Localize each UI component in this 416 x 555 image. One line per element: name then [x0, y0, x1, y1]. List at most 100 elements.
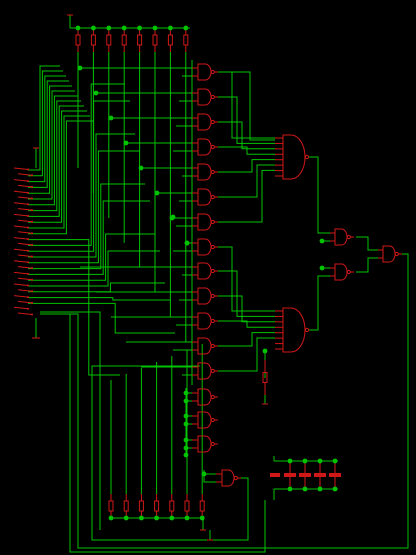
- lower-gate-1: [192, 411, 218, 429]
- wire-52: [28, 83, 125, 246]
- bank-resistor-0: [284, 473, 296, 477]
- lower-gate-1-body: [197, 411, 212, 429]
- connector-pin-dot-10: [27, 226, 29, 229]
- wire-69: [218, 169, 275, 223]
- connector-pin-dot-4: [27, 191, 29, 194]
- nand-gate-12-body: [197, 362, 212, 380]
- connector-pin-23: [17, 300, 33, 304]
- nand-gate-8: [192, 262, 218, 280]
- output-gate: [378, 245, 402, 263]
- wire-66: [218, 146, 275, 155]
- wire-46: [28, 100, 81, 212]
- wire-68: [218, 164, 275, 198]
- lower-gate-tie-a-0: [183, 390, 189, 396]
- wire-61: [28, 297, 170, 301]
- lower-gate-tie-b-2: [183, 445, 189, 451]
- lower-gate-tie-a-2: [183, 437, 189, 443]
- wire-41: [28, 75, 66, 183]
- nand-gate-2-body: [197, 113, 212, 131]
- wire-64: [218, 96, 275, 144]
- wire-layer: [28, 15, 409, 553]
- wire-48: [28, 110, 87, 223]
- bank-top-junction-1: [302, 458, 308, 464]
- bias-resistor: [262, 360, 268, 395]
- nand-gate-11-body: [197, 337, 212, 355]
- nand-gate-6: [192, 213, 218, 231]
- nand-gate-0: [192, 63, 218, 81]
- connector-pin-dot-22: [27, 296, 29, 299]
- nand-gate-4: [192, 163, 218, 181]
- lower-gate-tie-b-1: [183, 421, 189, 427]
- connector-pin-11: [17, 231, 33, 234]
- connector-pin-dot-0: [27, 168, 29, 171]
- wire-57: [28, 200, 150, 275]
- connector-pin-3: [17, 184, 33, 188]
- connector-pin-dot-7: [31, 209, 33, 212]
- connector-pin-dot-2: [27, 180, 29, 183]
- bottom-bus-junction-4: [169, 515, 175, 521]
- wire-73: [218, 320, 275, 328]
- nand-gate-8-body: [197, 262, 212, 280]
- nand-gate-7: [192, 238, 218, 256]
- lower-gate-tie-b-0: [183, 398, 189, 404]
- connector-pin-7: [17, 208, 33, 211]
- connector-pin-dot-15: [31, 255, 33, 258]
- large-gate-1-bubble: [304, 327, 310, 333]
- wire-70: [218, 246, 275, 312]
- wire-82: [356, 257, 378, 273]
- nand-gate-10: [192, 312, 218, 330]
- top-bus-junction-5: [152, 25, 158, 31]
- connector-pin-dot-5: [31, 197, 33, 200]
- connector-pin-dot-3: [31, 185, 33, 188]
- connector-pin-dot-6: [27, 203, 29, 206]
- connector-pin-13: [17, 242, 33, 246]
- connector-pin-9: [17, 219, 33, 223]
- connector-pin-dot-17: [31, 267, 33, 270]
- right-gate-0: [330, 228, 354, 246]
- wire-53: [28, 100, 130, 252]
- mid-junction-b: [184, 240, 190, 246]
- wire-51: [28, 239, 120, 376]
- bank-bottom-junction-1: [302, 486, 308, 492]
- nand-gate-10-body: [197, 312, 212, 330]
- top-bus-junction-3: [121, 25, 127, 31]
- nand-gate-3-body: [197, 138, 212, 156]
- bottom-bus-junction-0: [108, 515, 114, 521]
- top-bus-junction-6: [168, 25, 173, 31]
- connector-pin-dot-24: [27, 307, 29, 310]
- top-pullup-resistor-3: [121, 28, 127, 52]
- nand-gate-0-body: [197, 63, 212, 81]
- top-bus-junction-0: [75, 25, 81, 31]
- connector-pin-dot-13: [31, 243, 33, 246]
- right-gate-0-body: [334, 228, 348, 246]
- wire-44: [28, 90, 75, 200]
- bank-resistor-extra: [270, 473, 280, 477]
- wire-111: [91, 365, 200, 540]
- nand-gate-9-body: [197, 287, 212, 305]
- bank-bottom-junction-2: [317, 486, 323, 492]
- nand-gate-1: [192, 88, 218, 106]
- connector-pin-12: [13, 237, 29, 240]
- wire-75: [218, 337, 275, 372]
- lower-gate-tie-end: [183, 452, 189, 458]
- connector-pin-dot-12: [27, 238, 29, 241]
- wire-81: [356, 236, 378, 251]
- wire-50: [28, 120, 93, 235]
- connector-pin-5: [17, 196, 33, 199]
- nand-gate-9: [192, 287, 218, 305]
- col-junction-5: [154, 190, 160, 196]
- bank-resistor-2: [314, 473, 326, 477]
- top-bus-junction-1: [91, 25, 96, 31]
- col-junction-2: [108, 115, 114, 121]
- wire-59: [28, 250, 160, 287]
- nand-gate-5-body: [197, 188, 212, 206]
- nand-gate-3: [192, 138, 218, 156]
- lower-gate-0-body: [197, 388, 212, 406]
- right-gate-0-tie: [319, 238, 325, 244]
- wire-72: [218, 295, 275, 323]
- nand-gate-1-body: [197, 88, 212, 106]
- bottom-bus-junction-2: [139, 515, 144, 521]
- small-gate-body: [221, 469, 235, 487]
- wire-76: [218, 71, 275, 141]
